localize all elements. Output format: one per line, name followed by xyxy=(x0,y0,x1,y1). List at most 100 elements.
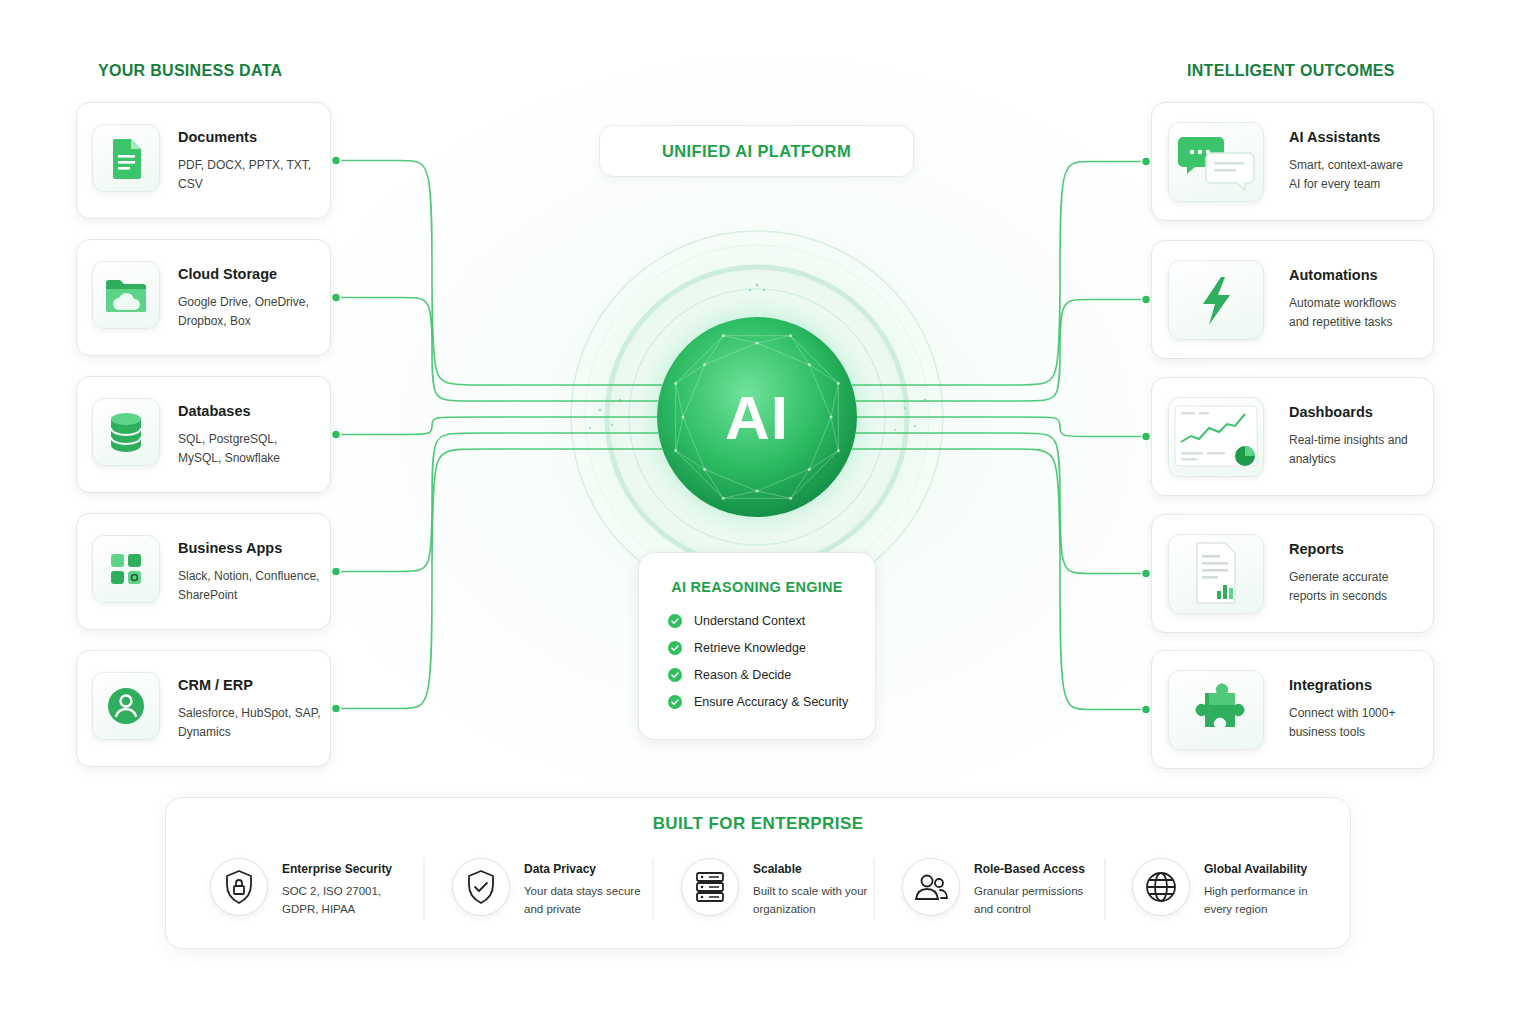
check-icon xyxy=(668,641,694,655)
reasoning-engine-box: AI REASONING ENGINE Understand ContextRet… xyxy=(638,552,876,740)
icon-tile xyxy=(92,672,160,740)
icon-tile xyxy=(1168,122,1264,202)
section-heading: INTELLIGENT OUTCOMES xyxy=(1187,62,1395,80)
node-description: Real-time insights and analytics xyxy=(1289,431,1417,469)
connector-dot xyxy=(332,156,341,165)
node-title: Cloud Storage xyxy=(178,266,322,282)
connector xyxy=(331,449,662,709)
node-title: Databases xyxy=(178,403,322,419)
feature-item: Enterprise SecuritySOC 2, ISO 27001, GDP… xyxy=(210,856,415,926)
checklist-item: Ensure Accuracy & Security xyxy=(668,688,865,715)
connector-dot xyxy=(1142,295,1151,304)
checklist-text: Ensure Accuracy & Security xyxy=(694,695,848,709)
connector xyxy=(856,300,1151,402)
separator xyxy=(1105,858,1106,920)
icon-tile xyxy=(452,858,510,916)
node-title: BUILT FOR ENTERPRISE xyxy=(166,814,1350,834)
node-description: Automate workflows and repetitive tasks xyxy=(1289,294,1417,332)
source-card: Business AppsSlack, Notion, Confluence, … xyxy=(76,513,331,630)
feature-item: Role-Based AccessGranular permissions an… xyxy=(902,856,1107,926)
node-description: Salesforce, HubSpot, SAP, Dynamics xyxy=(178,704,322,742)
icon-tile xyxy=(1132,858,1190,916)
checklist-text: Retrieve Knowledge xyxy=(694,641,806,655)
node-title: AI Assistants xyxy=(1289,129,1425,145)
feature-item: ScalableBuilt to scale with your organiz… xyxy=(681,856,886,926)
connector-dot xyxy=(1142,705,1151,714)
feature-item: Data PrivacyYour data stays secure and p… xyxy=(452,856,657,926)
node-title: Scalable xyxy=(753,862,886,876)
separator xyxy=(424,858,425,920)
node-title: Automations xyxy=(1289,267,1425,283)
icon-tile xyxy=(92,535,160,603)
separator xyxy=(653,858,654,920)
connector-dot xyxy=(332,430,341,439)
node-description: Generate accurate reports in seconds xyxy=(1289,568,1417,606)
source-card: Cloud StorageGoogle Drive, OneDrive, Dro… xyxy=(76,239,331,356)
icon-tile xyxy=(92,261,160,329)
check-icon xyxy=(668,614,694,628)
check-icon xyxy=(668,695,694,709)
checklist-text: Understand Context xyxy=(694,614,805,628)
node-description: SOC 2, ISO 27001, GDPR, HIPAA xyxy=(282,882,404,918)
inner-ring xyxy=(629,289,885,545)
node-title: Data Privacy xyxy=(524,862,657,876)
node-title: Documents xyxy=(178,129,322,145)
icon-tile xyxy=(1168,670,1264,750)
node-title: UNIFIED AI PLATFORM xyxy=(662,142,851,161)
connector xyxy=(331,417,657,435)
node-title: Role-Based Access xyxy=(974,862,1107,876)
checklist-item: Understand Context xyxy=(668,607,865,634)
node-description: Smart, context-aware AI for every team xyxy=(1289,156,1417,194)
node-title: Dashboards xyxy=(1289,404,1425,420)
outcome-card: AI AssistantsSmart, context-aware AI for… xyxy=(1151,102,1434,221)
icon-tile xyxy=(902,858,960,916)
separator xyxy=(874,858,875,920)
connector xyxy=(852,162,1151,386)
connector xyxy=(852,449,1151,710)
engine-heading: AI REASONING ENGINE xyxy=(649,579,865,595)
node-description: Granular permissions and control xyxy=(974,882,1096,918)
connector-dot xyxy=(332,567,341,576)
connector xyxy=(331,298,658,402)
node-description: Google Drive, OneDrive, Dropbox, Box xyxy=(178,293,322,331)
source-card: DocumentsPDF, DOCX, PPTX, TXT, CSV xyxy=(76,102,331,219)
source-card: DatabasesSQL, PostgreSQL, MySQL, Snowfla… xyxy=(76,376,331,493)
platform-pill: UNIFIED AI PLATFORM xyxy=(599,125,914,177)
node-title: Business Apps xyxy=(178,540,322,556)
icon-tile xyxy=(1168,397,1264,477)
node-description: Connect with 1000+ business tools xyxy=(1289,704,1417,742)
node-title: Integrations xyxy=(1289,677,1425,693)
feature-item: Global AvailabilityHigh performance in e… xyxy=(1132,856,1337,926)
check-icon xyxy=(668,668,694,682)
icon-tile xyxy=(681,858,739,916)
node-title: Global Availability xyxy=(1204,862,1337,876)
icon-tile xyxy=(92,398,160,466)
section-heading: YOUR BUSINESS DATA xyxy=(98,62,282,80)
source-card: CRM / ERPSalesforce, HubSpot, SAP, Dynam… xyxy=(76,650,331,767)
connector-dot xyxy=(1142,432,1151,441)
checklist-item: Retrieve Knowledge xyxy=(668,634,865,661)
connector-dot xyxy=(1142,157,1151,166)
connector xyxy=(331,161,662,386)
connector-dot xyxy=(332,293,341,302)
icon-tile xyxy=(1168,534,1264,614)
checklist-text: Reason & Decide xyxy=(694,668,791,682)
outcome-card: ReportsGenerate accurate reports in seco… xyxy=(1151,514,1434,633)
node-description: Built to scale with your organization xyxy=(753,882,875,918)
icon-tile xyxy=(210,858,268,916)
node-description: PDF, DOCX, PPTX, TXT, CSV xyxy=(178,156,322,194)
checklist-item: Reason & Decide xyxy=(668,661,865,688)
connector-dot xyxy=(1142,569,1151,578)
connector xyxy=(856,433,1151,574)
outcome-card: IntegrationsConnect with 1000+ business … xyxy=(1151,650,1434,769)
icon-tile xyxy=(1168,260,1264,340)
node-title: Enterprise Security xyxy=(282,862,415,876)
enterprise-band: BUILT FOR ENTERPRISEEnterprise SecurityS… xyxy=(165,797,1351,949)
ai-core-circle: AI xyxy=(657,317,857,517)
node-title: Reports xyxy=(1289,541,1425,557)
outcome-card: AutomationsAutomate workflows and repeti… xyxy=(1151,240,1434,359)
node-title: AI xyxy=(725,382,789,453)
node-description: SQL, PostgreSQL, MySQL, Snowflake xyxy=(178,430,322,468)
node-description: Slack, Notion, Confluence, SharePoint xyxy=(178,567,322,605)
icon-tile xyxy=(92,124,160,192)
